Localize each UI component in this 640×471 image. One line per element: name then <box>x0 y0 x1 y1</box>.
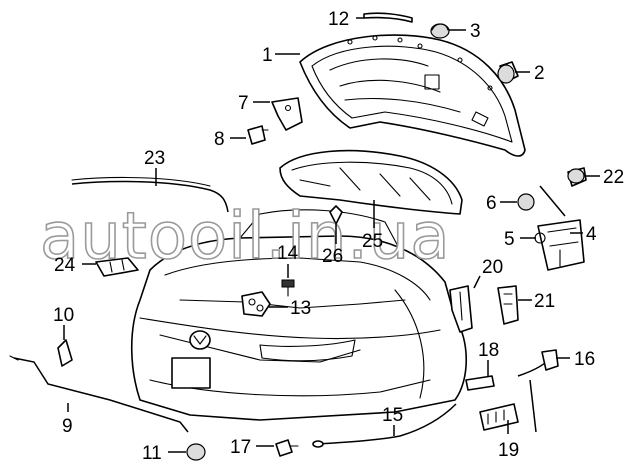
callout-21: 21 <box>534 291 555 312</box>
callout-12: 12 <box>328 9 349 30</box>
callout-16: 16 <box>574 349 595 370</box>
cable-grommet <box>186 443 206 461</box>
bolt-17 <box>275 439 299 457</box>
release-cable <box>9 355 189 433</box>
secondary-latch-cable <box>517 349 559 433</box>
callout-3: 3 <box>470 21 481 42</box>
hood-prop-rod <box>71 176 229 213</box>
release-lever <box>57 339 73 367</box>
callout-22: 22 <box>603 167 624 188</box>
callout-labels: 1 2 3 4 5 6 7 8 9 10 11 12 13 14 15 16 1… <box>53 9 624 464</box>
callout-19: 19 <box>498 440 519 461</box>
insulator-clip <box>329 205 343 225</box>
callout-15: 15 <box>382 405 403 426</box>
reservoir-cap <box>567 167 587 187</box>
latch-seal <box>479 403 519 431</box>
callout-26: 26 <box>322 246 343 267</box>
hood-plug <box>430 23 450 39</box>
callout-23: 23 <box>144 148 165 169</box>
prop-rod-holder <box>95 257 139 277</box>
leader-lines <box>63 17 600 453</box>
callout-11: 11 <box>142 443 162 464</box>
hood-latch-assembly <box>534 219 585 271</box>
hood-bumper-stop <box>497 61 519 84</box>
callout-4: 4 <box>586 224 597 245</box>
callout-18: 18 <box>478 340 499 361</box>
callout-14: 14 <box>277 243 299 264</box>
hood-hinge-bracket <box>271 97 303 131</box>
watermark-text: autooil.in.ua <box>40 200 451 274</box>
callout-7: 7 <box>238 93 249 114</box>
support-rod <box>539 185 566 217</box>
callout-13: 13 <box>290 298 311 319</box>
hood-panel <box>299 34 526 157</box>
bolt-8 <box>247 125 269 145</box>
seal-pad <box>465 375 495 391</box>
callout-8: 8 <box>214 129 225 150</box>
callout-2: 2 <box>534 63 545 84</box>
callout-6: 6 <box>486 193 497 214</box>
callout-24: 24 <box>54 255 76 276</box>
grommet <box>517 193 535 211</box>
callout-9: 9 <box>62 416 73 437</box>
hood-insulator-pad <box>279 149 463 215</box>
latch-support <box>497 285 519 325</box>
hood-hinge <box>241 291 271 317</box>
hood-seal-strip <box>363 12 413 23</box>
callout-1: 1 <box>262 45 273 66</box>
callout-5: 5 <box>504 229 515 250</box>
callout-10: 10 <box>53 305 74 326</box>
callout-25: 25 <box>362 231 383 252</box>
latch-cable <box>312 403 457 448</box>
latch-bracket <box>449 285 473 333</box>
callout-20: 20 <box>482 257 503 278</box>
callout-17: 17 <box>230 437 251 458</box>
hinge-bolt <box>281 279 295 297</box>
